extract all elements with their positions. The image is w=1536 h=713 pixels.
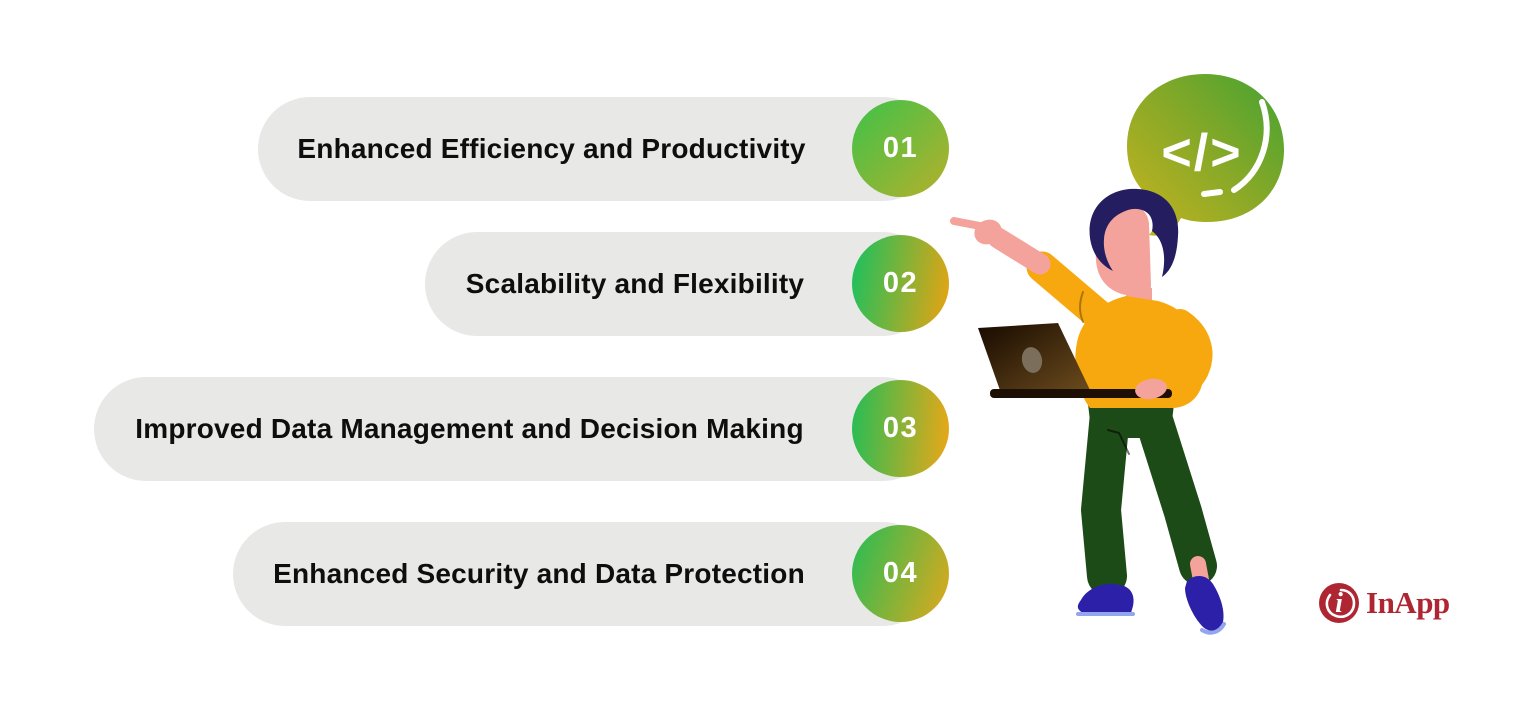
benefit-pill-3: Improved Data Management and Decision Ma… (94, 377, 949, 481)
pointing-arm-sleeve (1026, 251, 1118, 334)
developer-illustration-svg: </> (950, 74, 1284, 635)
step-number-badge-3: 03 (852, 380, 949, 477)
pants-pocket-line (1107, 429, 1130, 455)
left-leg (1081, 394, 1130, 596)
laptop-illustration (978, 323, 1172, 398)
benefit-pill-2: Scalability and Flexibility 02 (425, 232, 949, 336)
speech-bubble: </> (1127, 74, 1284, 236)
benefit-label-2: Scalability and Flexibility (465, 268, 805, 299)
person-figure (950, 188, 1226, 635)
right-leg (1133, 395, 1217, 585)
bubble-highlight-dash (1201, 189, 1223, 197)
shirt-fold-line (1079, 291, 1084, 323)
benefit-pill-4: Enhanced Security and Data Protection 04 (233, 522, 949, 626)
logo-letter-i: i (1335, 588, 1343, 619)
code-tag-icon: </> (1161, 124, 1242, 182)
benefit-label-1: Enhanced Efficiency and Productivity (297, 133, 806, 164)
pointing-finger (950, 217, 984, 230)
benefit-label-4: Enhanced Security and Data Protection (273, 558, 805, 589)
step-number-badge-2: 02 (852, 235, 949, 332)
face (1094, 202, 1151, 298)
holding-hand (1135, 378, 1167, 400)
inapp-logo: i InApp (1318, 582, 1450, 624)
step-number-badge-4: 04 (852, 525, 949, 622)
right-shoe (1185, 575, 1226, 635)
laptop-base (990, 389, 1172, 398)
laptop-logo (1021, 347, 1043, 373)
hair (1089, 188, 1179, 277)
inapp-logo-icon: i (1319, 583, 1359, 623)
pointing-forearm (987, 227, 1051, 275)
bubble-highlight-arc (1231, 99, 1270, 193)
step-number-badge-1: 01 (852, 100, 949, 197)
left-shoe (1076, 583, 1135, 616)
developer-illustration: </> (940, 60, 1340, 700)
benefit-pill-1: Enhanced Efficiency and Productivity 01 (258, 97, 949, 201)
pointing-hand (950, 217, 1002, 245)
benefit-label-3: Improved Data Management and Decision Ma… (135, 413, 804, 444)
inapp-logo-text: InApp (1366, 585, 1450, 620)
